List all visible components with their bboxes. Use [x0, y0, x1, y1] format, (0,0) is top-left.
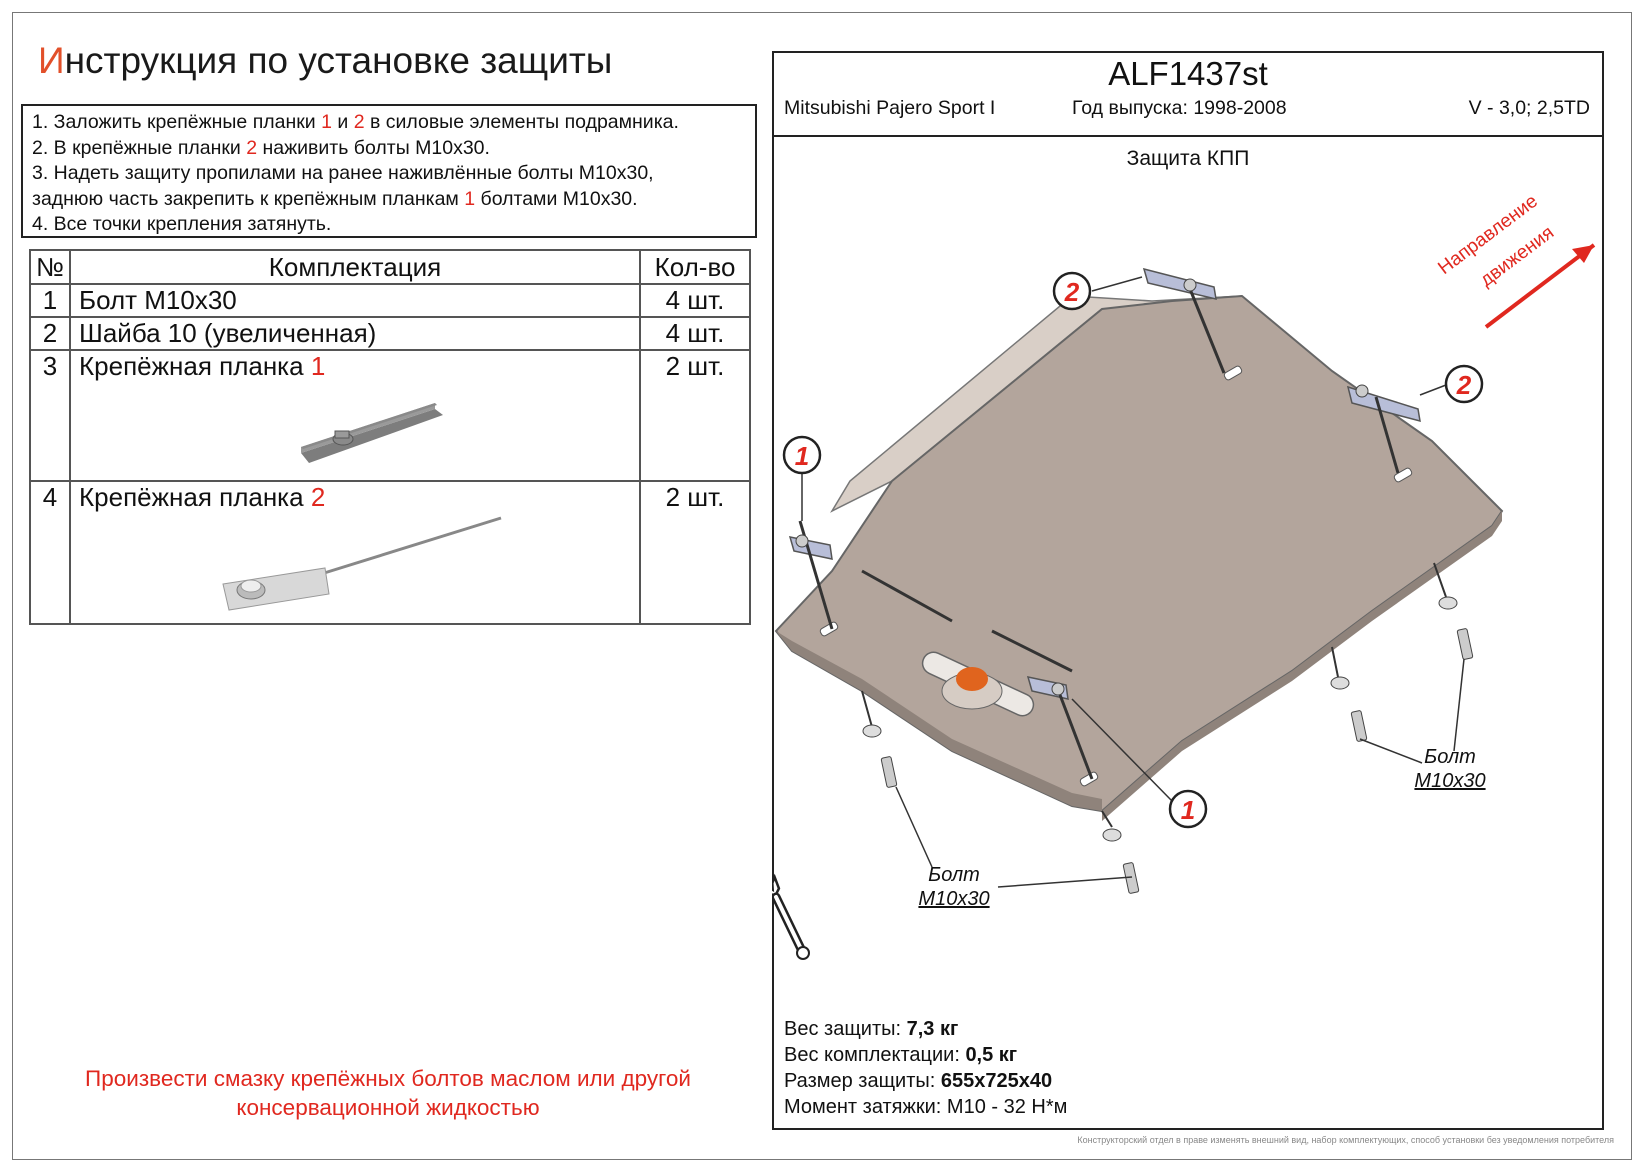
part-code: ALF1437st	[1108, 55, 1268, 92]
kit-table: № Комплектация Кол-во 1 Болт М10х30 4 шт…	[29, 249, 751, 625]
mounting-plate-1-image	[301, 403, 443, 463]
step-2: 2. В крепёжные планки 2 наживить болты М…	[32, 136, 490, 159]
kit-header-num: №	[29, 249, 71, 285]
page-title: Инструкция по установке защиты	[38, 40, 612, 82]
bolt-label-right: Болт М10х30	[1414, 746, 1485, 792]
step-3-cont: заднюю часть закрепить к крепёжным планк…	[32, 187, 638, 210]
step-1: 1. Заложить крепёжные планки 1 и 2 в сил…	[32, 111, 679, 133]
engine-spec: V - 3,0; 2,5TD	[1468, 97, 1590, 119]
svg-text:2: 2	[1456, 370, 1472, 400]
callout-1-bottom	[1168, 789, 1208, 829]
title-first-letter: И	[38, 40, 65, 81]
spec-kit-weight: Вес комплектации: 0,5 кг	[784, 1044, 1018, 1066]
callout-1-left	[782, 435, 822, 475]
page-border	[12, 12, 1632, 1160]
svg-text:2: 2	[1064, 277, 1080, 307]
spec-weight: Вес защиты: 7,3 кг	[784, 1018, 959, 1040]
svg-text:1: 1	[1181, 795, 1195, 825]
svg-text:Болт: Болт	[1424, 746, 1476, 768]
kit-header-row: № Комплектация Кол-во	[29, 249, 751, 285]
table-row: 2 Шайба 10 (увеличенная) 4 шт.	[29, 316, 751, 351]
callouts: 2 2 1 1	[782, 271, 1484, 829]
table-row: 4 Крепёжная планка 2 2 шт.	[29, 480, 751, 625]
step-4: 4. Все точки крепления затянуть.	[32, 213, 332, 235]
vehicle-model: Mitsubishi Pajero Sport I	[784, 97, 996, 119]
wrench-icon	[772, 873, 810, 960]
step-3: 3. Надеть защиту пропилами на ранее нажи…	[32, 162, 654, 184]
kit-header-name: Комплектация	[69, 249, 641, 285]
grease-note: Произвести смазку крепёжных болтов масло…	[85, 1066, 691, 1120]
logo-badge	[956, 667, 988, 691]
bolt-label-bottom: Болт М10х30	[918, 864, 989, 910]
skid-plate	[774, 294, 1504, 821]
table-row: 3 Крепёжная планка 1 2 шт.	[29, 349, 751, 482]
drawing-sheet: ALF1437st Mitsubishi Pajero Sport I Год …	[772, 51, 1604, 1130]
svg-text:Болт: Болт	[928, 864, 980, 886]
svg-text:1: 1	[795, 441, 809, 471]
svg-text:М10х30: М10х30	[1414, 770, 1485, 792]
instruction-steps: 1. Заложить крепёжные планки 1 и 2 в сил…	[21, 104, 757, 238]
mounting-brackets	[788, 267, 1421, 780]
specifications: Вес защиты: 7,3 кг Вес комплектации: 0,5…	[784, 1016, 1067, 1120]
spec-size: Размер защиты: 655х725х40	[784, 1070, 1053, 1092]
callout-2-top	[1052, 271, 1092, 311]
title-rest: нструкция по установке защиты	[64, 40, 613, 81]
footnote: Конструкторский отдел в праве изменять в…	[1077, 1135, 1614, 1145]
kit-header-qty: Кол-во	[639, 249, 751, 285]
callout-2-right	[1444, 364, 1484, 404]
spec-torque: Момент затяжки: М10 - 32 Н*м	[784, 1096, 1068, 1118]
svg-text:М10х30: М10х30	[918, 888, 989, 910]
sheet-header: ALF1437st Mitsubishi Pajero Sport I Год …	[774, 53, 1602, 137]
bolts	[861, 562, 1474, 894]
table-row: 1 Болт М10х30 4 шт.	[29, 283, 751, 318]
mounting-plate-2-image	[222, 516, 502, 611]
direction-arrow: Направление движения	[1434, 191, 1596, 329]
assembly-drawing: Направление движения	[772, 191, 1596, 960]
production-years: Год выпуска: 1998-2008	[1072, 97, 1287, 119]
product-name: Защита КПП	[1126, 147, 1250, 170]
